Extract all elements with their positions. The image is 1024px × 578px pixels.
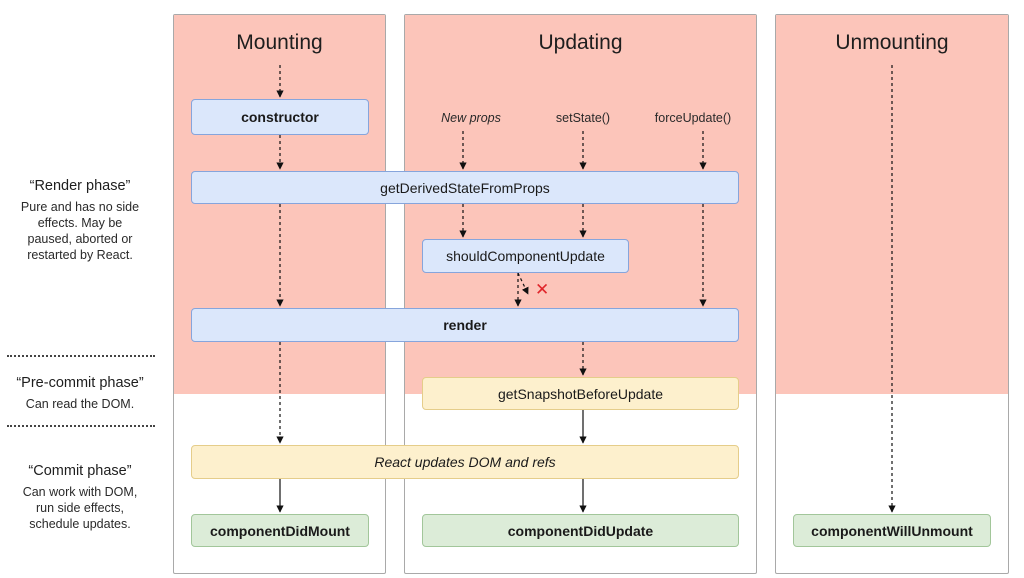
constructor-box: constructor	[191, 99, 369, 135]
component-will-unmount-box: componentWillUnmount	[793, 514, 991, 547]
description-line: Pure and has no side	[20, 200, 140, 214]
commit-phase-description: Can work with DOM, run side effects, sch…	[0, 484, 160, 532]
render-box: render	[191, 308, 739, 342]
force-update-trigger: forceUpdate()	[654, 111, 732, 125]
component-did-update-box: componentDidUpdate	[422, 514, 739, 547]
get-snapshot-before-update-box: getSnapshotBeforeUpdate	[422, 377, 739, 410]
precommit-phase-title: “Pre-commit phase”	[16, 375, 144, 391]
skip-render-marker: ✕	[535, 280, 549, 300]
description-line: Can work with DOM,	[22, 485, 138, 499]
updating-column: Updating	[404, 14, 757, 574]
description-line: run side effects,	[35, 501, 124, 515]
description-line: paused, aborted or	[27, 232, 133, 246]
react-updates-dom-box: React updates DOM and refs	[191, 445, 739, 479]
description-line: restarted by React.	[27, 248, 133, 262]
render-phase-description: Pure and has no side effects. May be pau…	[0, 199, 160, 263]
commit-phase-title: “Commit phase”	[28, 463, 132, 479]
phase-separator	[7, 425, 155, 427]
get-derived-state-from-props-box: getDerivedStateFromProps	[191, 171, 739, 204]
render-phase-title: “Render phase”	[29, 178, 131, 194]
mounting-title: Mounting	[236, 31, 323, 54]
precommit-phase-description: Can read the DOM.	[0, 396, 160, 412]
should-component-update-box: shouldComponentUpdate	[422, 239, 629, 273]
arrow	[517, 272, 529, 295]
component-did-mount-box: componentDidMount	[191, 514, 369, 547]
updating-title: Updating	[538, 31, 623, 54]
new-props-trigger: New props	[441, 111, 501, 125]
render-phase-label: “Render phase” Pure and has no side effe…	[0, 178, 160, 263]
phase-separator	[7, 355, 155, 357]
description-line: effects. May be	[37, 216, 123, 230]
precommit-phase-label: “Pre-commit phase” Can read the DOM.	[0, 375, 160, 412]
unmounting-title: Unmounting	[835, 31, 949, 54]
description-line: schedule updates.	[29, 517, 131, 531]
description-line: Can read the DOM.	[25, 397, 135, 411]
commit-phase-label: “Commit phase” Can work with DOM, run si…	[0, 463, 160, 532]
set-state-trigger: setState()	[555, 111, 611, 125]
